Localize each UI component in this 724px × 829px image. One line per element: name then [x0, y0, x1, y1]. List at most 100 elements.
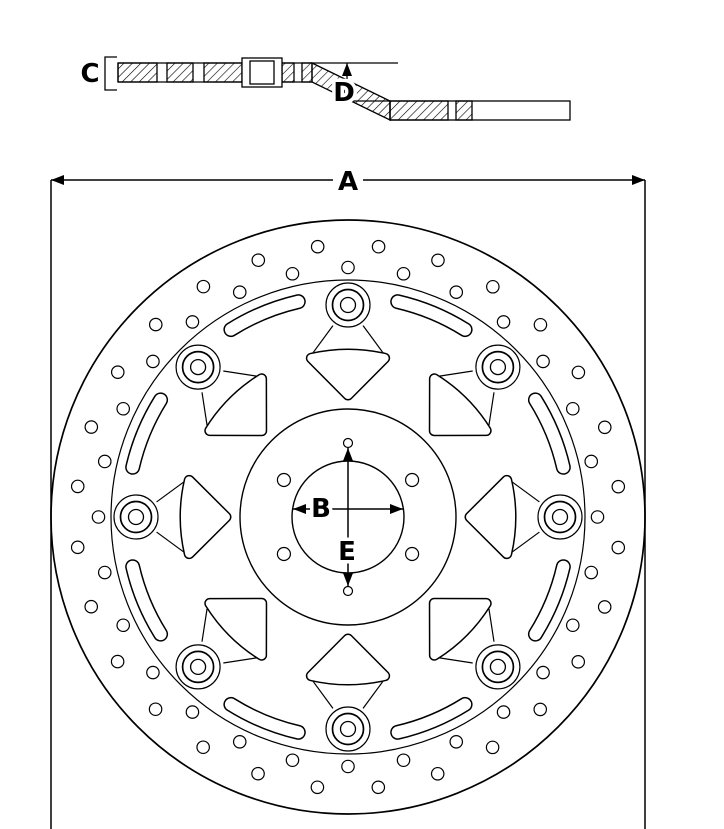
carrier-cutout	[181, 476, 230, 558]
drill-hole	[341, 260, 355, 275]
drill-hole	[285, 753, 300, 768]
dimension-label-d: D	[333, 78, 355, 108]
carrier-slot	[126, 393, 167, 474]
drill-hole	[533, 317, 548, 332]
disc-outer-edge	[50, 219, 646, 815]
drill-hole	[185, 705, 200, 719]
bobbin-inner-ring	[489, 358, 507, 376]
bobbin-outer-ring	[481, 350, 515, 384]
section-hatch-segment	[389, 100, 449, 121]
section-hatch-segment	[281, 62, 295, 83]
drill-hole	[597, 420, 612, 435]
drill-hole	[110, 365, 125, 379]
carrier-cutout	[466, 476, 515, 558]
drill-hole	[251, 766, 265, 781]
spoke-edge	[156, 481, 185, 503]
carrier-slot	[529, 560, 570, 641]
section-hatch-segment	[301, 62, 313, 83]
braking-band-inner-edge	[110, 279, 586, 755]
carrier-cutout	[205, 599, 266, 660]
carrier-cutout	[430, 599, 491, 660]
carrier-slot	[126, 560, 167, 641]
spoke-edge	[223, 370, 257, 377]
drill-hole	[371, 239, 386, 254]
spoke-edge	[201, 392, 208, 426]
spoke-edge	[201, 608, 208, 642]
dimension-label-a: A	[338, 167, 358, 197]
drill-hole	[116, 401, 131, 416]
bolt-hole	[342, 437, 354, 449]
bobbin-outer-ring	[331, 288, 365, 322]
drill-hole	[97, 454, 112, 469]
drill-hole	[590, 510, 605, 524]
carrier-cutout	[205, 374, 266, 435]
spoke-edge	[312, 680, 334, 709]
carrier-slot	[391, 295, 472, 336]
bolt-holes	[276, 437, 420, 597]
drill-hole	[341, 759, 355, 774]
section-hatch-segment	[203, 62, 243, 83]
drill-holes	[70, 239, 626, 795]
drill-hole	[584, 565, 599, 580]
drill-hole	[571, 365, 586, 380]
spoke-edge	[488, 392, 495, 426]
drill-hole	[371, 780, 386, 795]
carrier-cutout	[430, 374, 491, 435]
drill-hole	[310, 239, 325, 254]
drill-hole	[431, 253, 445, 268]
bobbins	[113, 282, 583, 752]
section-hatch-segment	[117, 62, 158, 83]
section-hatch-segment	[455, 100, 473, 121]
drill-hole	[251, 253, 266, 268]
drill-hole	[232, 734, 247, 749]
drill-hole	[232, 285, 247, 300]
hub-outer-edge	[239, 408, 457, 626]
spoke-edge	[488, 608, 495, 642]
dimension-label-c: C	[80, 59, 99, 89]
drill-hole	[533, 702, 548, 717]
bobbin-inner-ring	[489, 658, 507, 676]
bobbin-inner-ring	[189, 358, 207, 376]
drill-hole	[449, 734, 464, 749]
drill-hole	[611, 479, 626, 494]
drill-hole	[597, 600, 612, 614]
dimension-label-e: E	[338, 537, 356, 567]
drill-hole	[430, 766, 445, 781]
bobbin-section	[241, 57, 283, 88]
drill-hole	[396, 753, 411, 768]
spoke-edge	[362, 680, 384, 709]
drill-hole	[496, 705, 511, 719]
drill-hole	[285, 266, 300, 281]
drill-hole	[565, 618, 580, 633]
front-view: A B E	[50, 164, 646, 829]
drill-hole	[571, 655, 586, 669]
drill-hole	[449, 285, 464, 300]
carrier-slot	[391, 698, 472, 739]
spoke-edge	[439, 657, 473, 664]
drill-hole	[496, 315, 511, 329]
drill-hole	[116, 618, 131, 633]
bolt-hole	[276, 546, 292, 562]
bobbin-inner-ring	[339, 296, 357, 314]
drill-hole	[486, 279, 500, 294]
carrier-slots	[125, 294, 571, 740]
drill-hole	[91, 510, 106, 524]
drill-hole	[146, 354, 160, 369]
drill-hole	[185, 315, 200, 329]
bobbin-outer-ring	[543, 500, 577, 534]
drill-hole	[396, 266, 411, 281]
bobbin-inner-ring	[551, 508, 569, 526]
thickness-bracket	[104, 56, 117, 91]
bobbin-outer-ring	[331, 712, 365, 746]
bobbin-outer-ring	[181, 650, 215, 684]
bobbin-section-inner	[249, 60, 275, 85]
bobbin-inner-ring	[127, 508, 145, 526]
drill-hole	[310, 780, 325, 795]
carrier-cutouts	[179, 348, 517, 686]
spoke-edge	[511, 481, 540, 503]
spoke-edge	[362, 325, 384, 354]
bolt-hole	[276, 472, 292, 488]
drill-hole	[611, 540, 626, 555]
spoke-edge	[223, 657, 257, 664]
